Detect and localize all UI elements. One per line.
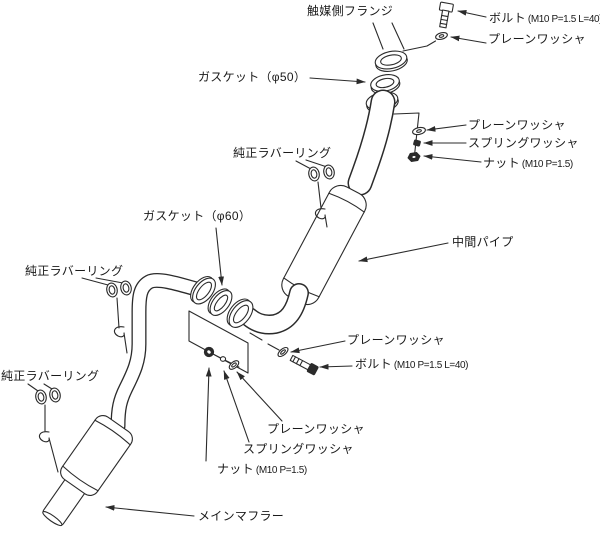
nut-mid-shape <box>407 152 421 162</box>
label-gasket-phi60: ガスケット（φ60） <box>143 209 252 223</box>
plain-washer-mid-arrow <box>426 124 467 132</box>
label-plain-washer-joint: プレーンワッシャ <box>347 333 445 347</box>
center-pipe-arrow <box>358 242 449 263</box>
nut-mid-arrow <box>423 154 482 163</box>
nut-plate-shape <box>203 346 215 358</box>
label-catalyst-flange: 触媒側フランジ <box>307 4 394 18</box>
rubber-ring-pair-1 <box>295 159 335 228</box>
label-bolt-joint: ボルト(M10 P=1.5 L=40) <box>355 357 469 371</box>
joint-bolt-axis-line <box>249 332 280 351</box>
main-muffler-arrow <box>105 504 195 517</box>
plain-washer-plate-shape <box>228 360 240 370</box>
spring-washer-plate-shape <box>219 356 227 362</box>
rubber-ring-pair-2 <box>81 277 132 354</box>
plain-washer-joint-arrow <box>290 340 346 354</box>
label-bolt-top: ボルト(M10 P=1.5 L=40) <box>489 11 600 25</box>
hanger-string <box>116 297 120 329</box>
plain-washer-mid-shape <box>412 126 426 136</box>
label-plain-washer-top: プレーンワッシャ <box>488 32 586 46</box>
catalyst-flange-ring <box>374 50 408 72</box>
bolt-top-shape <box>438 1 454 29</box>
bolt-top-arrow <box>457 9 487 18</box>
hanger-string <box>317 181 322 209</box>
plain-washer-plate-arrow <box>236 371 283 422</box>
label-oem-rubber-ring-1: 純正ラバーリング <box>233 146 332 160</box>
hanger-hook <box>113 326 128 354</box>
label-plain-washer-plate: プレーンワッシャ <box>267 422 365 436</box>
center-pipe-upper <box>347 89 396 196</box>
hanger-hook <box>314 208 328 228</box>
plain-washer-joint-shape <box>277 346 289 358</box>
rubber-ring-pair-3 <box>27 383 61 473</box>
spring-washer-mid-shape <box>413 139 421 147</box>
label-spring-washer-mid: スプリングワッシャ <box>468 136 579 150</box>
ring-leader <box>295 159 328 170</box>
label-nut-plate: ナット(M10 P=1.5) <box>217 462 307 476</box>
plain-washer-top-shape <box>435 31 448 41</box>
leader-arrows <box>105 9 487 517</box>
label-oem-rubber-ring-2: 純正ラバーリング <box>25 264 124 278</box>
ring-leader <box>27 383 53 392</box>
label-plain-washer-mid: プレーンワッシャ <box>468 118 566 132</box>
label-nut-mid: ナット(M10 P=1.5) <box>483 156 573 170</box>
center-pipe-flange-ring <box>226 298 254 328</box>
label-main-muffler: メインマフラー <box>198 509 285 523</box>
label-center-pipe: 中間パイプ <box>452 235 514 249</box>
gasket-60-ring <box>207 288 233 316</box>
catalyst-flange-leader <box>391 22 405 50</box>
nut-plate-arrow <box>205 367 212 462</box>
bolt-axis-line <box>402 40 437 52</box>
label-gasket-phi50: ガスケット（φ50） <box>198 70 307 84</box>
spring-washer-plate-arrow <box>223 370 250 443</box>
hanger-hook <box>38 431 59 473</box>
bolt-joint-shape <box>289 354 319 376</box>
muffler-flange-ring <box>190 275 216 305</box>
plain-washer-top-arrow <box>450 35 487 44</box>
gasket-50-arrow <box>309 77 366 85</box>
bolt-joint-arrow <box>319 363 353 370</box>
label-spring-washer-plate: スプリングワッシャ <box>243 442 354 456</box>
main-muffler-body <box>42 415 133 527</box>
gasket-60-arrow <box>215 227 224 286</box>
flange-plate <box>188 310 249 374</box>
catalyst-flange-leader <box>372 22 384 50</box>
label-oem-rubber-ring-3: 純正ラバーリング <box>1 369 100 383</box>
muffler-front-pipe <box>110 272 211 434</box>
ring-leader <box>81 277 124 286</box>
gasket-50-ring <box>370 74 401 95</box>
center-pipe-elbow <box>239 283 309 335</box>
